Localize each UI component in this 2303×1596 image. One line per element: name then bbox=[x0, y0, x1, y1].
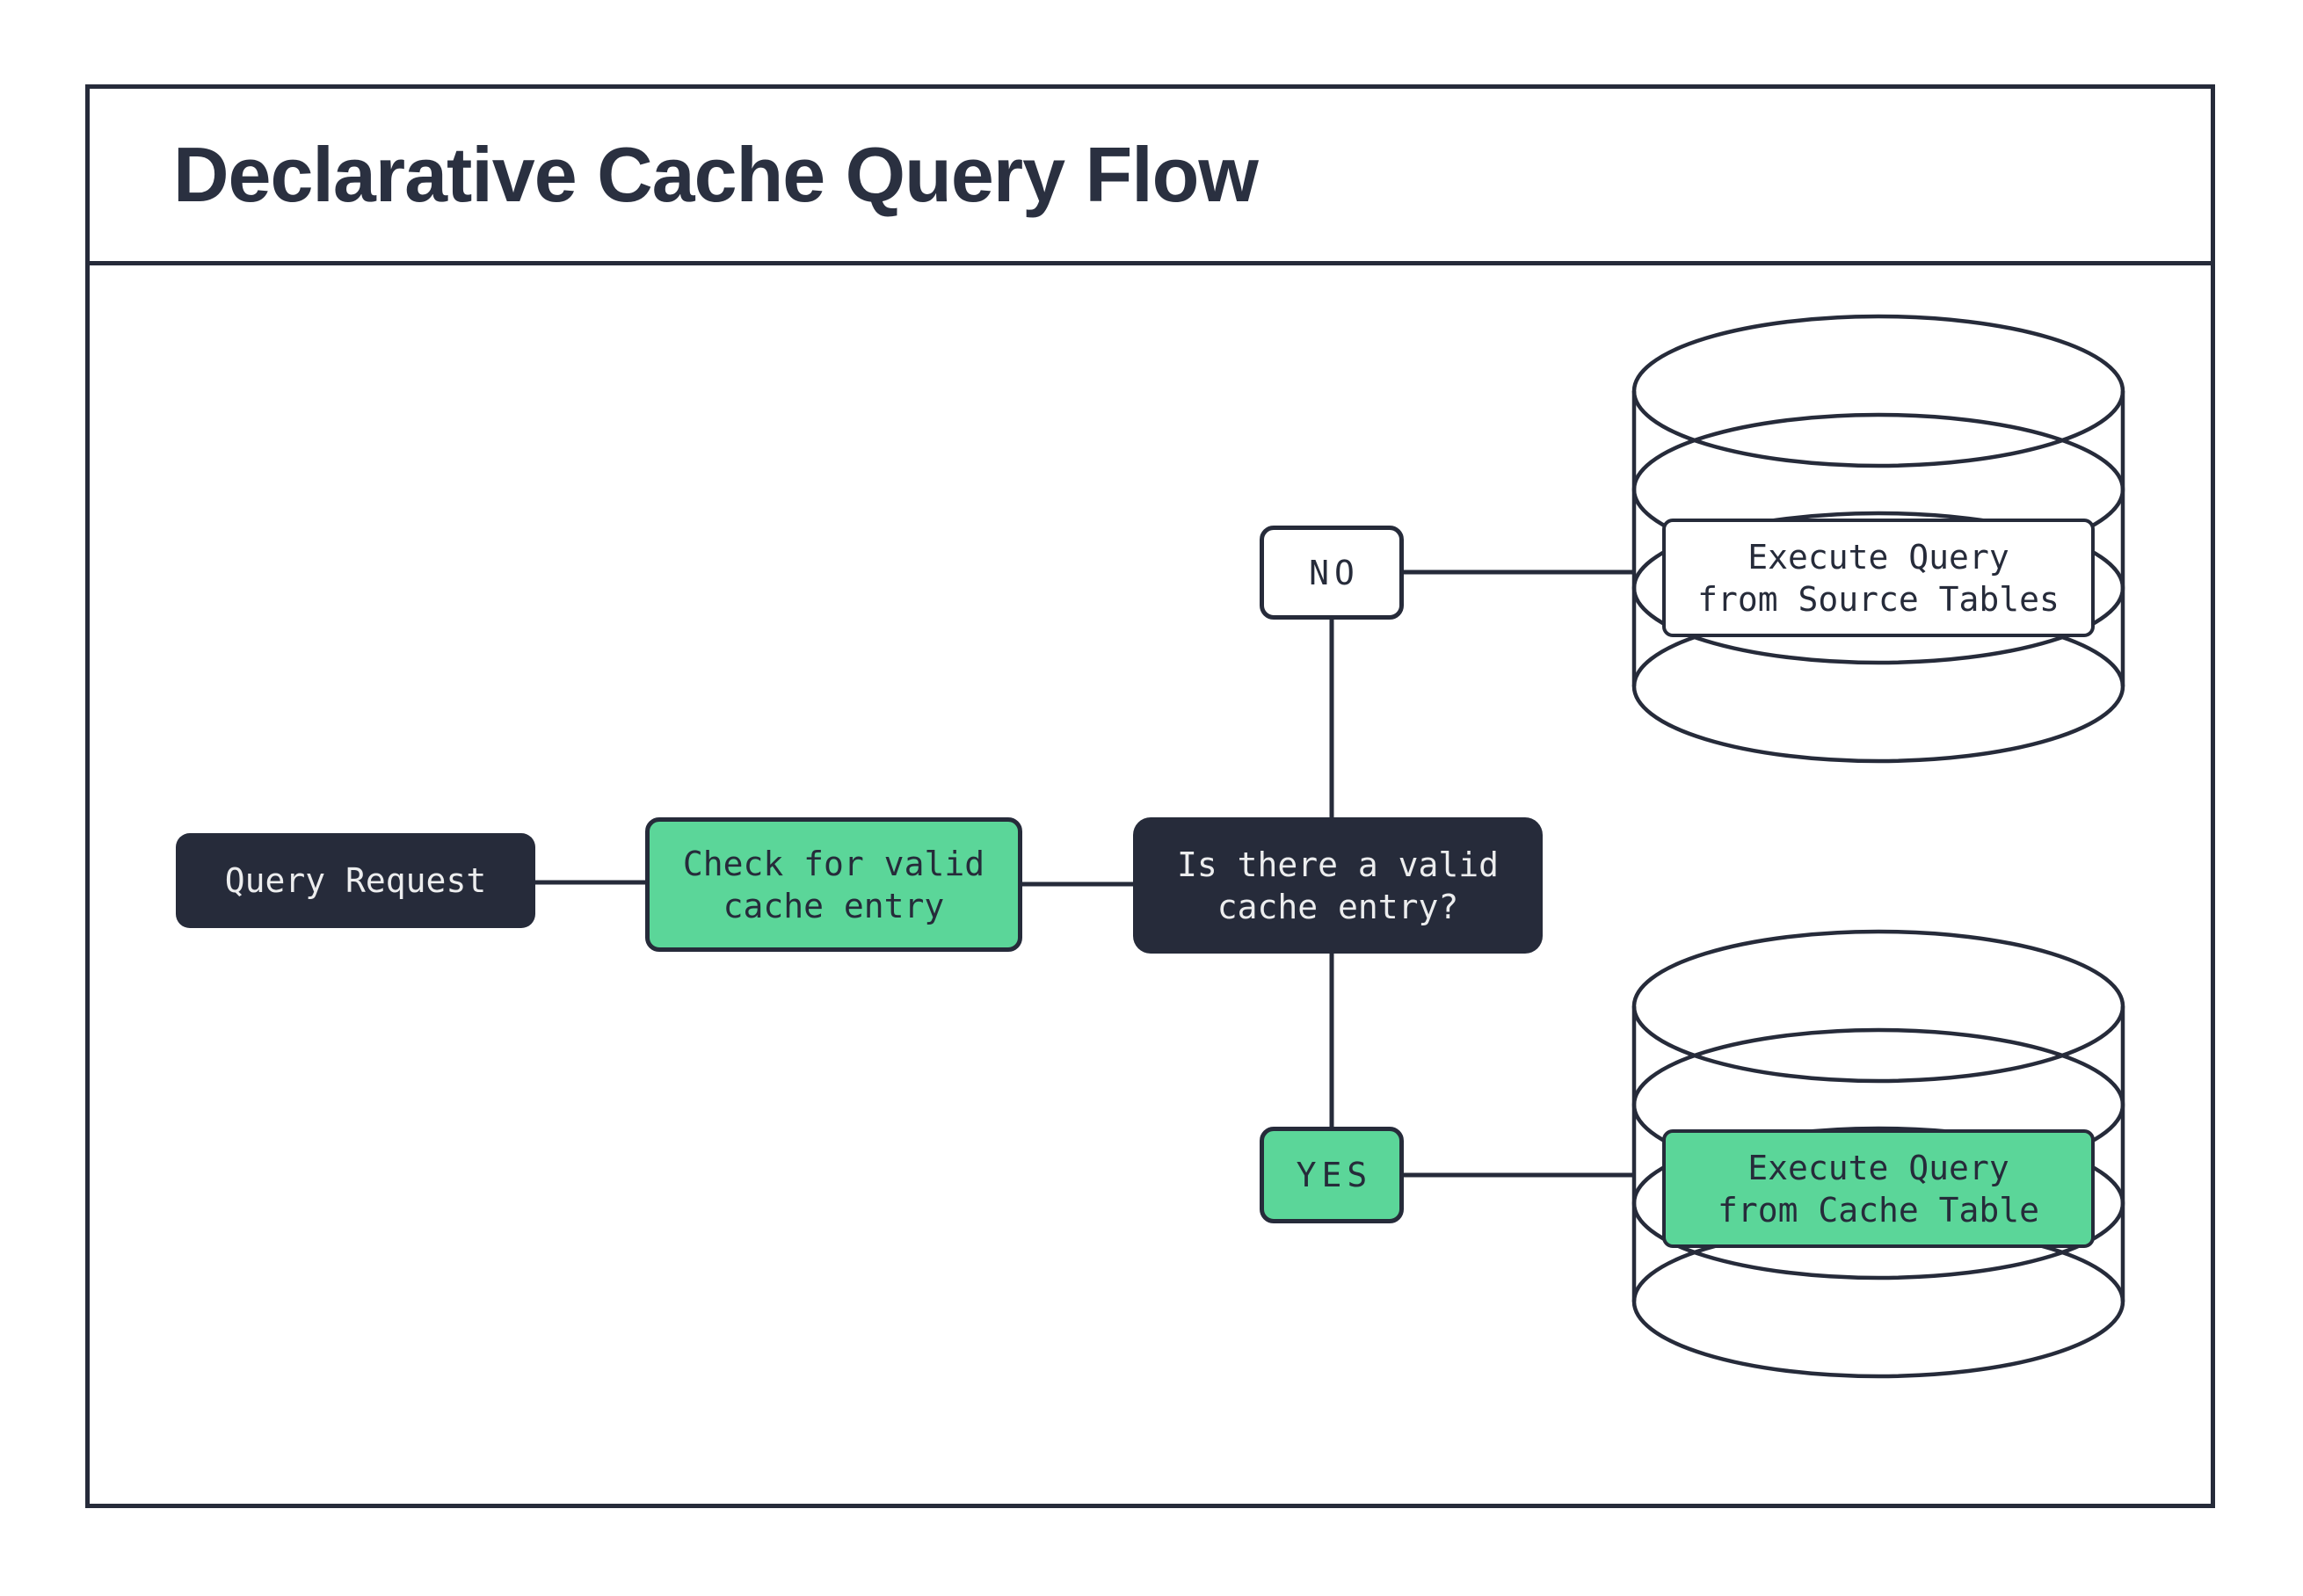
node-execute-cache-line1: Execute Query bbox=[1747, 1148, 2009, 1187]
node-check-cache-line1: Check for valid bbox=[682, 844, 985, 883]
node-execute-cache-line2: from Cache Table bbox=[1717, 1190, 2040, 1230]
page-title: Declarative Cache Query Flow bbox=[173, 131, 1259, 218]
node-no-label: NO bbox=[1309, 553, 1360, 592]
node-decision-line2: cache entry? bbox=[1217, 887, 1459, 926]
node-query-request: Query Request bbox=[176, 833, 535, 928]
node-check-cache: Check for valid cache entry bbox=[645, 817, 1022, 952]
node-decision: Is there a valid cache entry? bbox=[1133, 817, 1543, 954]
node-no: NO bbox=[1260, 526, 1404, 620]
node-execute-source-line2: from Source Tables bbox=[1697, 579, 2060, 619]
diagram-header: Declarative Cache Query Flow bbox=[85, 84, 2215, 265]
node-query-request-label: Query Request bbox=[224, 861, 487, 900]
node-execute-cache: Execute Query from Cache Table bbox=[1662, 1129, 2095, 1248]
node-decision-line1: Is there a valid bbox=[1176, 845, 1500, 884]
node-yes: YES bbox=[1260, 1127, 1404, 1223]
node-execute-source-line1: Execute Query bbox=[1747, 537, 2009, 577]
node-execute-source: Execute Query from Source Tables bbox=[1662, 519, 2095, 637]
cache-database-icon bbox=[1631, 929, 2125, 1379]
diagram-frame bbox=[85, 84, 2215, 1508]
node-check-cache-line2: cache entry bbox=[723, 886, 945, 925]
source-database-icon bbox=[1631, 314, 2125, 764]
node-yes-label: YES bbox=[1296, 1156, 1373, 1194]
